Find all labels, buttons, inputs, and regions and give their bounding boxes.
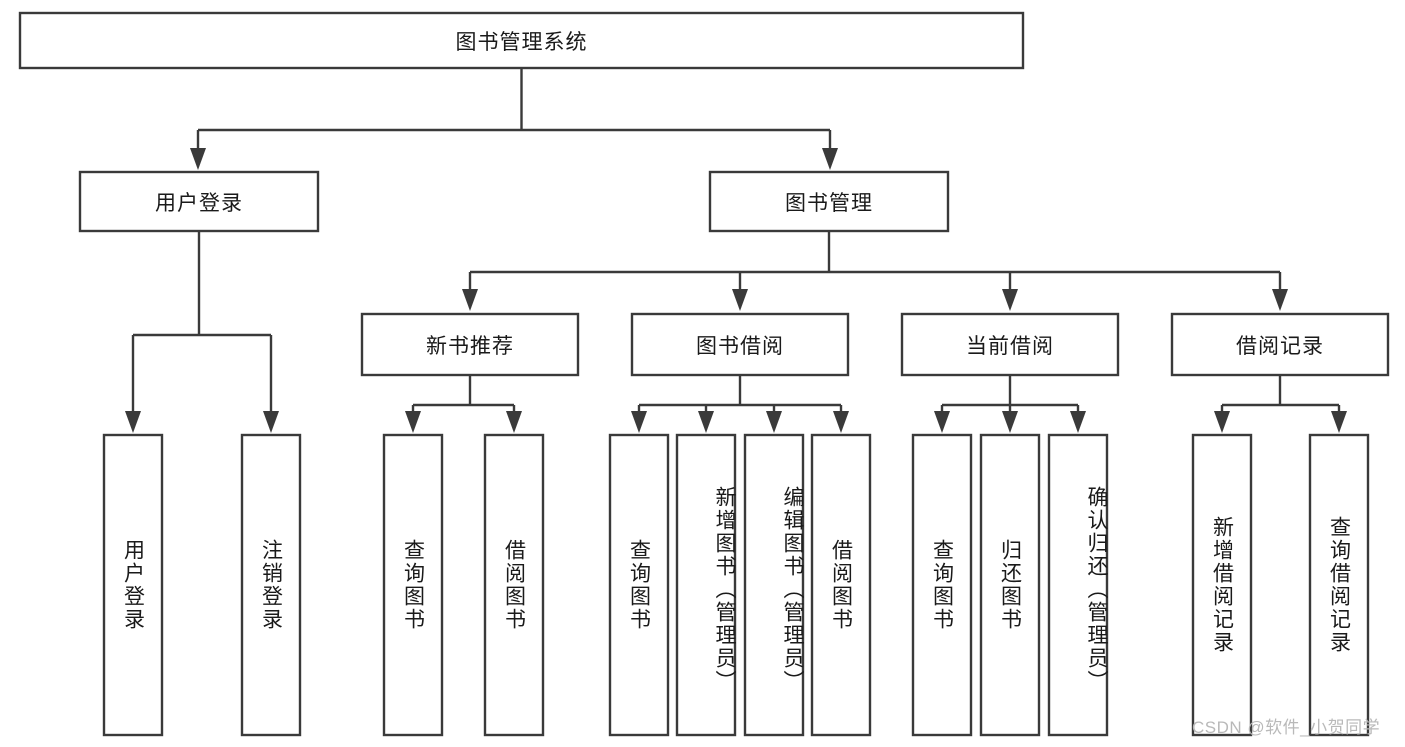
node-book-manage-box[interactable] [708,170,950,233]
arrow-borrowrecord-leaf-2-icon [1331,411,1347,433]
node-root-box[interactable] [18,11,1025,70]
arrow-level3-2-icon [732,289,748,311]
arrow-newbook-leaf-1-icon [405,411,421,433]
node-borrow-record-box[interactable] [1170,312,1390,377]
leaf-borrow-record-2-box[interactable] [1308,433,1370,737]
leaf-new-book-1-box[interactable] [382,433,444,737]
arrow-root-to-user-icon [190,148,206,170]
node-current-borrow-box[interactable] [900,312,1120,377]
node-book-borrow-box[interactable] [630,312,850,377]
arrow-bookborrow-leaf-2-icon [698,411,714,433]
arrow-userlogin-leaf-1-icon [125,411,141,433]
leaf-current-borrow-3-box[interactable] [1047,433,1109,737]
leaf-book-borrow-2-box[interactable] [675,433,737,737]
arrow-borrowrecord-leaf-1-icon [1214,411,1230,433]
leaf-book-borrow-3-box[interactable] [743,433,805,737]
arrow-root-to-book-icon [822,148,838,170]
arrow-level3-3-icon [1002,289,1018,311]
arrow-level3-4-icon [1272,289,1288,311]
leaf-user-login-1-box[interactable] [102,433,164,737]
leaf-borrow-record-1-box[interactable] [1191,433,1253,737]
arrow-level3-1-icon [462,289,478,311]
leaf-user-login-2-box[interactable] [240,433,302,737]
leaf-new-book-2-box[interactable] [483,433,545,737]
arrow-currentborrow-leaf-1-icon [934,411,950,433]
arrow-currentborrow-leaf-2-icon [1002,411,1018,433]
node-new-book-box[interactable] [360,312,580,377]
leaf-book-borrow-1-box[interactable] [608,433,670,737]
leaf-current-borrow-2-box[interactable] [979,433,1041,737]
leaf-book-borrow-4-box[interactable] [810,433,872,737]
arrow-currentborrow-leaf-3-icon [1070,411,1086,433]
arrow-bookborrow-leaf-1-icon [631,411,647,433]
arrow-newbook-leaf-2-icon [506,411,522,433]
arrow-userlogin-leaf-2-icon [263,411,279,433]
leaf-current-borrow-1-box[interactable] [911,433,973,737]
arrow-bookborrow-leaf-4-icon [833,411,849,433]
node-user-login-box[interactable] [78,170,320,233]
arrow-bookborrow-leaf-3-icon [766,411,782,433]
